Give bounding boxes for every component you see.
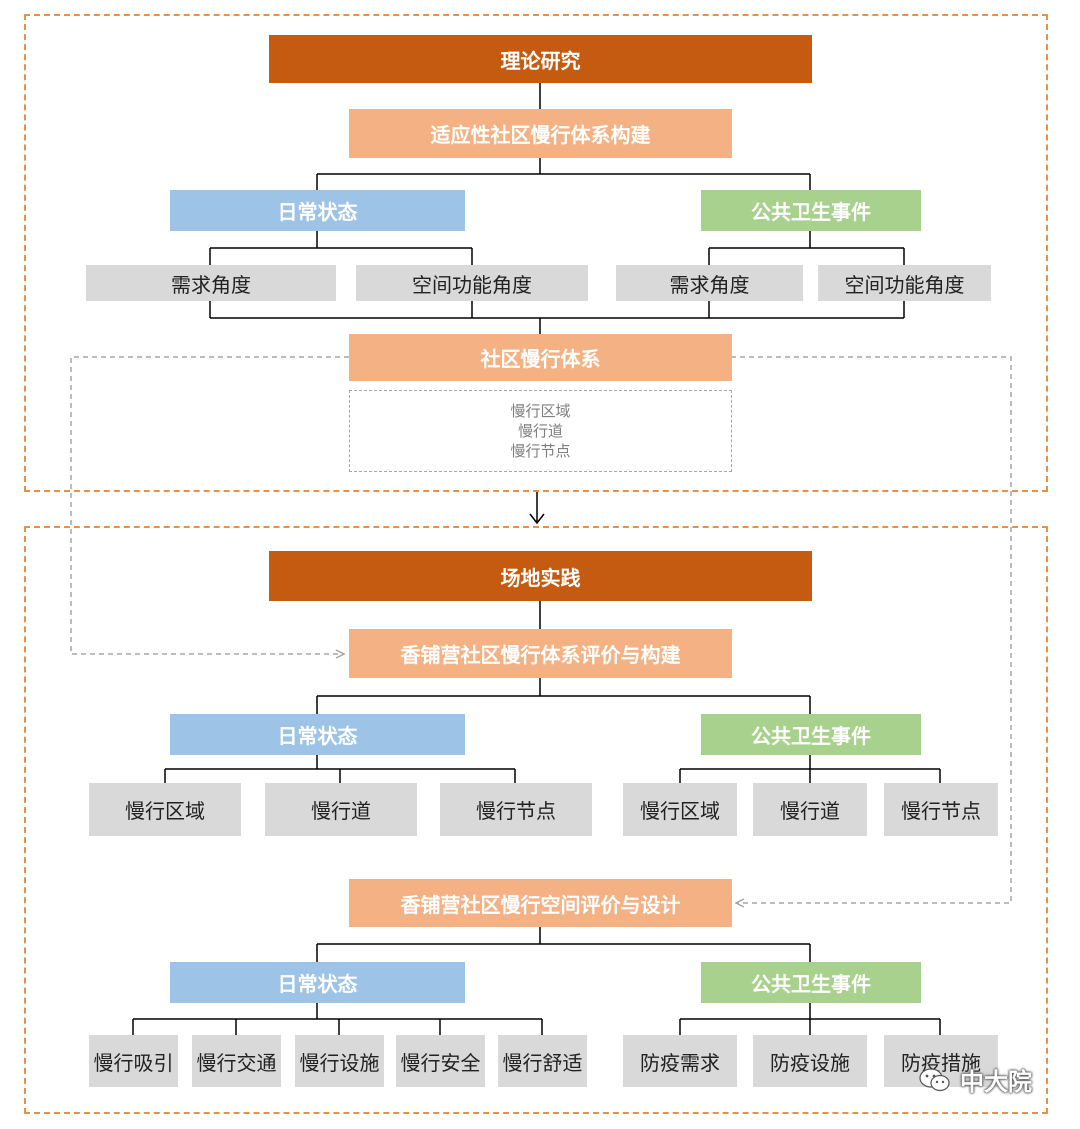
eval1-daily-item: 慢行区域 <box>89 783 241 836</box>
theory-section-frame <box>24 14 1048 492</box>
eval1-daily-item: 慢行节点 <box>440 783 592 836</box>
eval1-health-item: 慢行节点 <box>884 783 998 836</box>
eval1-health-item: 慢行区域 <box>623 783 737 836</box>
wechat-icon <box>919 1067 950 1091</box>
eval2-health-item: 防疫设施 <box>753 1035 867 1087</box>
eval1-health-item: 慢行道 <box>753 783 867 836</box>
eval2-health-item: 防疫措施 <box>884 1035 998 1087</box>
system-component: 慢行道 <box>517 422 563 440</box>
system-evaluation-construction: 香铺营社区慢行体系评价与构建 <box>349 629 732 678</box>
eval1-daily-item: 慢行道 <box>265 783 417 836</box>
eval2-daily-item: 慢行设施 <box>295 1035 384 1087</box>
site-practice-title: 场地实践 <box>269 551 812 601</box>
theory-health-item: 需求角度 <box>616 265 803 301</box>
eval2-daily-state: 日常状态 <box>170 962 465 1003</box>
system-component: 慢行节点 <box>510 442 571 460</box>
theory-research-title: 理论研究 <box>269 35 812 83</box>
practice-section-frame <box>24 526 1048 1114</box>
watermark: 中大院 <box>918 1062 1032 1097</box>
theory-health-item: 空间功能角度 <box>818 265 991 301</box>
theory-daily-state: 日常状态 <box>170 190 465 231</box>
eval1-public-health-event: 公共卫生事件 <box>701 714 921 755</box>
theory-daily-item: 需求角度 <box>86 265 336 301</box>
theory-daily-item: 空间功能角度 <box>356 265 588 301</box>
eval2-public-health-event: 公共卫生事件 <box>701 962 921 1003</box>
system-components-box: 慢行区域 慢行道 慢行节点 <box>349 390 732 472</box>
space-evaluation-design: 香铺营社区慢行空间评价与设计 <box>349 879 732 927</box>
community-slow-traffic-system: 社区慢行体系 <box>349 334 732 381</box>
eval2-daily-item: 慢行交通 <box>192 1035 281 1087</box>
theory-public-health-event: 公共卫生事件 <box>701 190 921 231</box>
system-component: 慢行区域 <box>510 402 571 420</box>
eval2-health-item: 防疫需求 <box>623 1035 737 1087</box>
eval1-daily-state: 日常状态 <box>170 714 465 755</box>
eval2-daily-item: 慢行舒适 <box>498 1035 587 1087</box>
eval2-daily-item: 慢行安全 <box>396 1035 485 1087</box>
eval2-daily-item: 慢行吸引 <box>89 1035 178 1087</box>
watermark-text: 中大院 <box>960 1068 1032 1096</box>
adaptive-system-construction: 适应性社区慢行体系构建 <box>349 109 732 158</box>
